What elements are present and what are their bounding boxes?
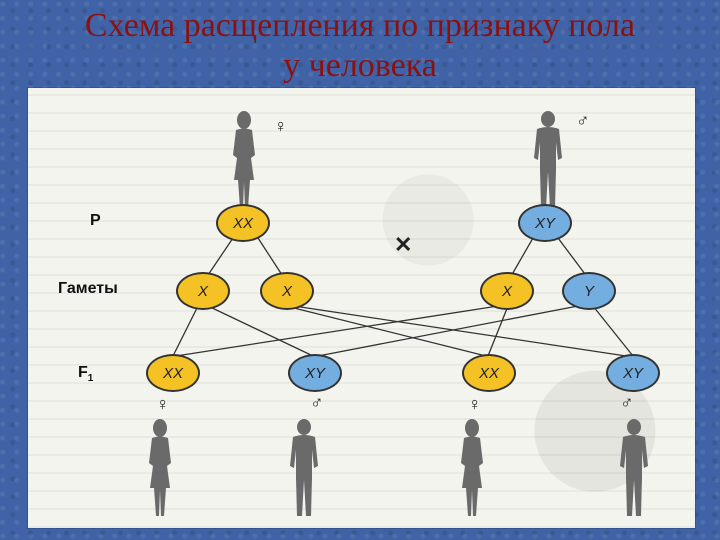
parent-genotype-male: XY [518, 204, 572, 242]
line-g2-o3 [285, 305, 487, 357]
label-gametes: Гаметы [58, 280, 118, 297]
female-figure-offspring-1 [149, 419, 171, 516]
male-symbol-offspring-2: ♂ [310, 392, 324, 412]
line-g1-o2 [207, 305, 314, 357]
label-parents: P [90, 212, 101, 229]
female-symbol-parent: ♀ [274, 116, 288, 136]
gamete-4: Y [562, 272, 616, 310]
label-f1-sub: 1 [87, 373, 94, 385]
female-symbol-offspring-1: ♀ [156, 394, 170, 414]
gamete-2: X [260, 272, 314, 310]
line-p2-g3 [509, 237, 534, 279]
line-g2-o4 [293, 305, 627, 357]
line-g4-o4 [592, 305, 634, 357]
title-line-2: у человека [283, 47, 437, 84]
offspring-4-genotype: XY [606, 354, 660, 392]
label-f1: F1 [78, 364, 93, 384]
offspring-3-genotype: XX [462, 354, 516, 392]
female-symbol-offspring-3: ♀ [468, 394, 482, 414]
male-symbol-parent: ♂ [576, 110, 590, 130]
male-figure-parent [534, 111, 562, 208]
female-figure-offspring-3 [461, 419, 483, 516]
male-figure-offspring-4 [620, 419, 648, 516]
line-g3-o1 [175, 305, 499, 357]
connection-lines [172, 237, 634, 357]
gamete-1: X [176, 272, 230, 310]
line-p1-g1 [205, 237, 234, 279]
male-symbol-offspring-4: ♂ [620, 392, 634, 412]
diagram-panel: P Гаметы F1 ♀ ♂ XX XY ✕ X X X Y XX XY XX… [28, 88, 695, 528]
line-g3-o3 [487, 305, 509, 357]
male-figure-offspring-2 [290, 419, 318, 516]
slide-title: Схема расщепления по признаку пола у чел… [0, 6, 720, 86]
parent-genotype-female: XX [216, 204, 270, 242]
line-p1-g2 [257, 237, 285, 279]
cross-symbol: ✕ [394, 232, 413, 257]
label-f1-letter: F [78, 364, 88, 381]
title-line-1: Схема расщепления по признаку пола [84, 7, 636, 44]
offspring-1-genotype: XX [146, 354, 200, 392]
gamete-3: X [480, 272, 534, 310]
line-g1-o1 [172, 305, 199, 357]
line-p2-g4 [557, 237, 589, 279]
female-figure-parent [233, 111, 255, 208]
line-g4-o2 [317, 305, 579, 357]
offspring-2-genotype: XY [288, 354, 342, 392]
